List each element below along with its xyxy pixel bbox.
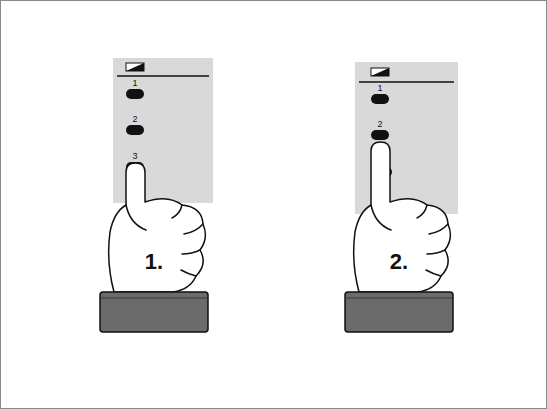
button-number: 1 xyxy=(377,84,382,93)
pointing-hand xyxy=(100,163,208,332)
button-number: 2 xyxy=(132,115,137,124)
button-number: 3 xyxy=(132,152,137,161)
pointing-hand xyxy=(345,142,453,332)
step-number: 1. xyxy=(145,251,163,273)
button-number: 2 xyxy=(377,120,382,129)
step-number: 2. xyxy=(390,251,408,273)
button-number: 1 xyxy=(132,79,137,88)
